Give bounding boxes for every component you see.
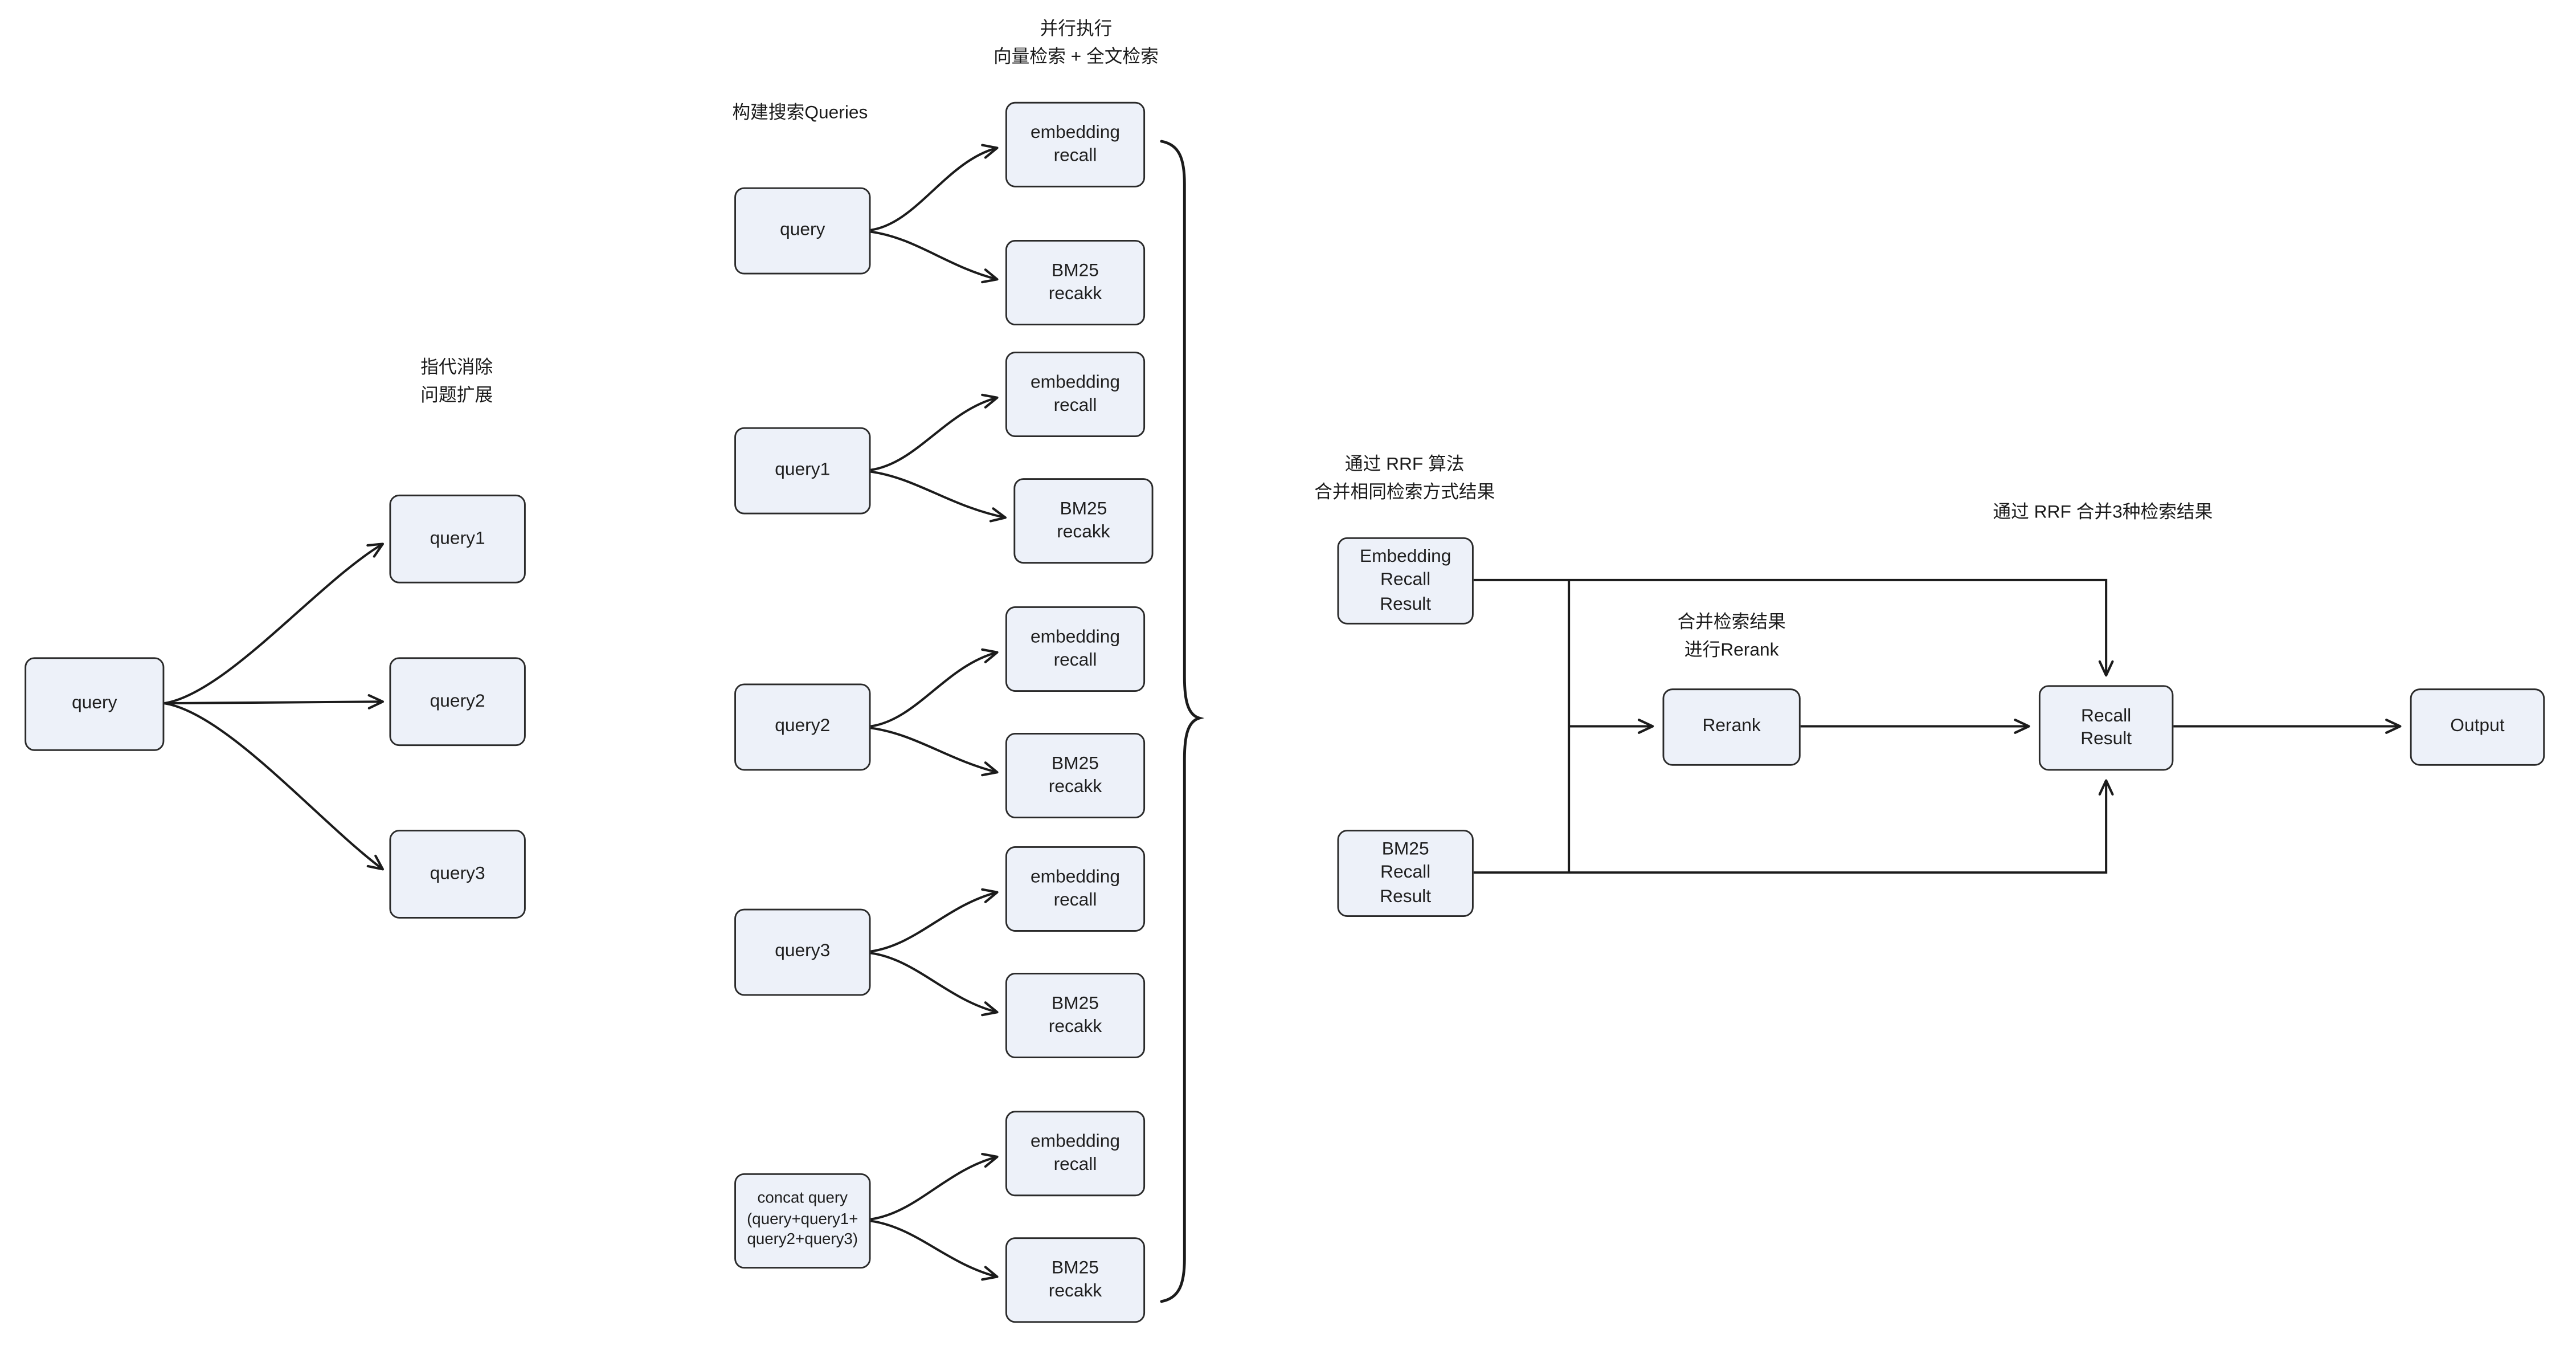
node-embedding-recall-4: embedding recall: [1005, 1111, 1146, 1197]
node-query2: query2: [389, 657, 526, 747]
node-bm25-recall-4: BM25 recakk: [1005, 1237, 1146, 1323]
edge-query-to-query3: [164, 702, 385, 871]
edge-q1-to-bm25-1: [870, 470, 1007, 523]
node-embedding-recall-0: embedding recall: [1005, 101, 1146, 187]
node-concat-query: concat query (query+query1+ query2+query…: [734, 1173, 871, 1269]
node-bm25-recall-0: BM25 recakk: [1005, 239, 1146, 325]
label-parallel-exec: 并行执行 向量检索 + 全文检索: [993, 19, 1159, 67]
edge-q0-to-bm25-0: [870, 230, 999, 284]
node-embedding-recall-1: embedding recall: [1005, 352, 1146, 438]
node-rerank: Rerank: [1662, 688, 1801, 766]
node-embedding-recall-2: embedding recall: [1005, 606, 1146, 692]
edge-q2-to-bm25-2: [870, 727, 999, 777]
node-bm25-recall-2: BM25 recakk: [1005, 733, 1146, 818]
node-output: Output: [2410, 688, 2545, 766]
edge-q1-to-embedding1: [870, 393, 999, 471]
node-embedding-recall-result: Embedding Recall Result: [1337, 537, 1474, 625]
edge-query-to-query2: [164, 694, 385, 709]
edge-q2-to-embedding2: [870, 648, 999, 728]
node-search-query-2: query2: [734, 683, 871, 771]
node-query1: query1: [389, 494, 526, 584]
node-embedding-recall-3: embedding recall: [1005, 846, 1146, 932]
group-brace: [1160, 140, 1205, 1303]
node-query-source: query: [24, 657, 165, 751]
label-rerank-merge: 合并检索结果 进行Rerank: [1677, 613, 1786, 660]
node-search-query-0: query: [734, 187, 871, 275]
edge-bm25-result-to-recall-result: [1473, 779, 2114, 874]
node-query3: query3: [389, 830, 526, 919]
node-search-query-3: query3: [734, 908, 871, 996]
label-rrf-merge-3: 通过 RRF 合并3种检索结果: [1993, 503, 2213, 523]
edge-q4-to-embedding4: [870, 1153, 999, 1221]
edge-q0-to-embedding0: [870, 144, 999, 231]
node-bm25-recall-result: BM25 Recall Result: [1337, 830, 1474, 917]
node-recall-result: Recall Result: [2038, 685, 2174, 771]
label-coref-expansion: 指代消除 问题扩展: [420, 358, 493, 405]
node-bm25-recall-1: BM25 recakk: [1013, 478, 1154, 564]
edge-query-to-query1: [164, 543, 385, 705]
edge-q3-to-bm25-3: [870, 952, 999, 1017]
label-rrf-merge: 通过 RRF 算法 合并相同检索方式结果: [1314, 455, 1495, 502]
edge-q4-to-bm25-4: [870, 1220, 999, 1281]
edge-embedding-result-to-recall-result: [1473, 578, 2114, 677]
node-bm25-recall-3: BM25 recakk: [1005, 973, 1146, 1058]
node-search-query-1: query1: [734, 427, 871, 515]
label-build-queries: 构建搜索Queries: [732, 103, 868, 124]
edge-q3-to-embedding3: [870, 888, 999, 953]
